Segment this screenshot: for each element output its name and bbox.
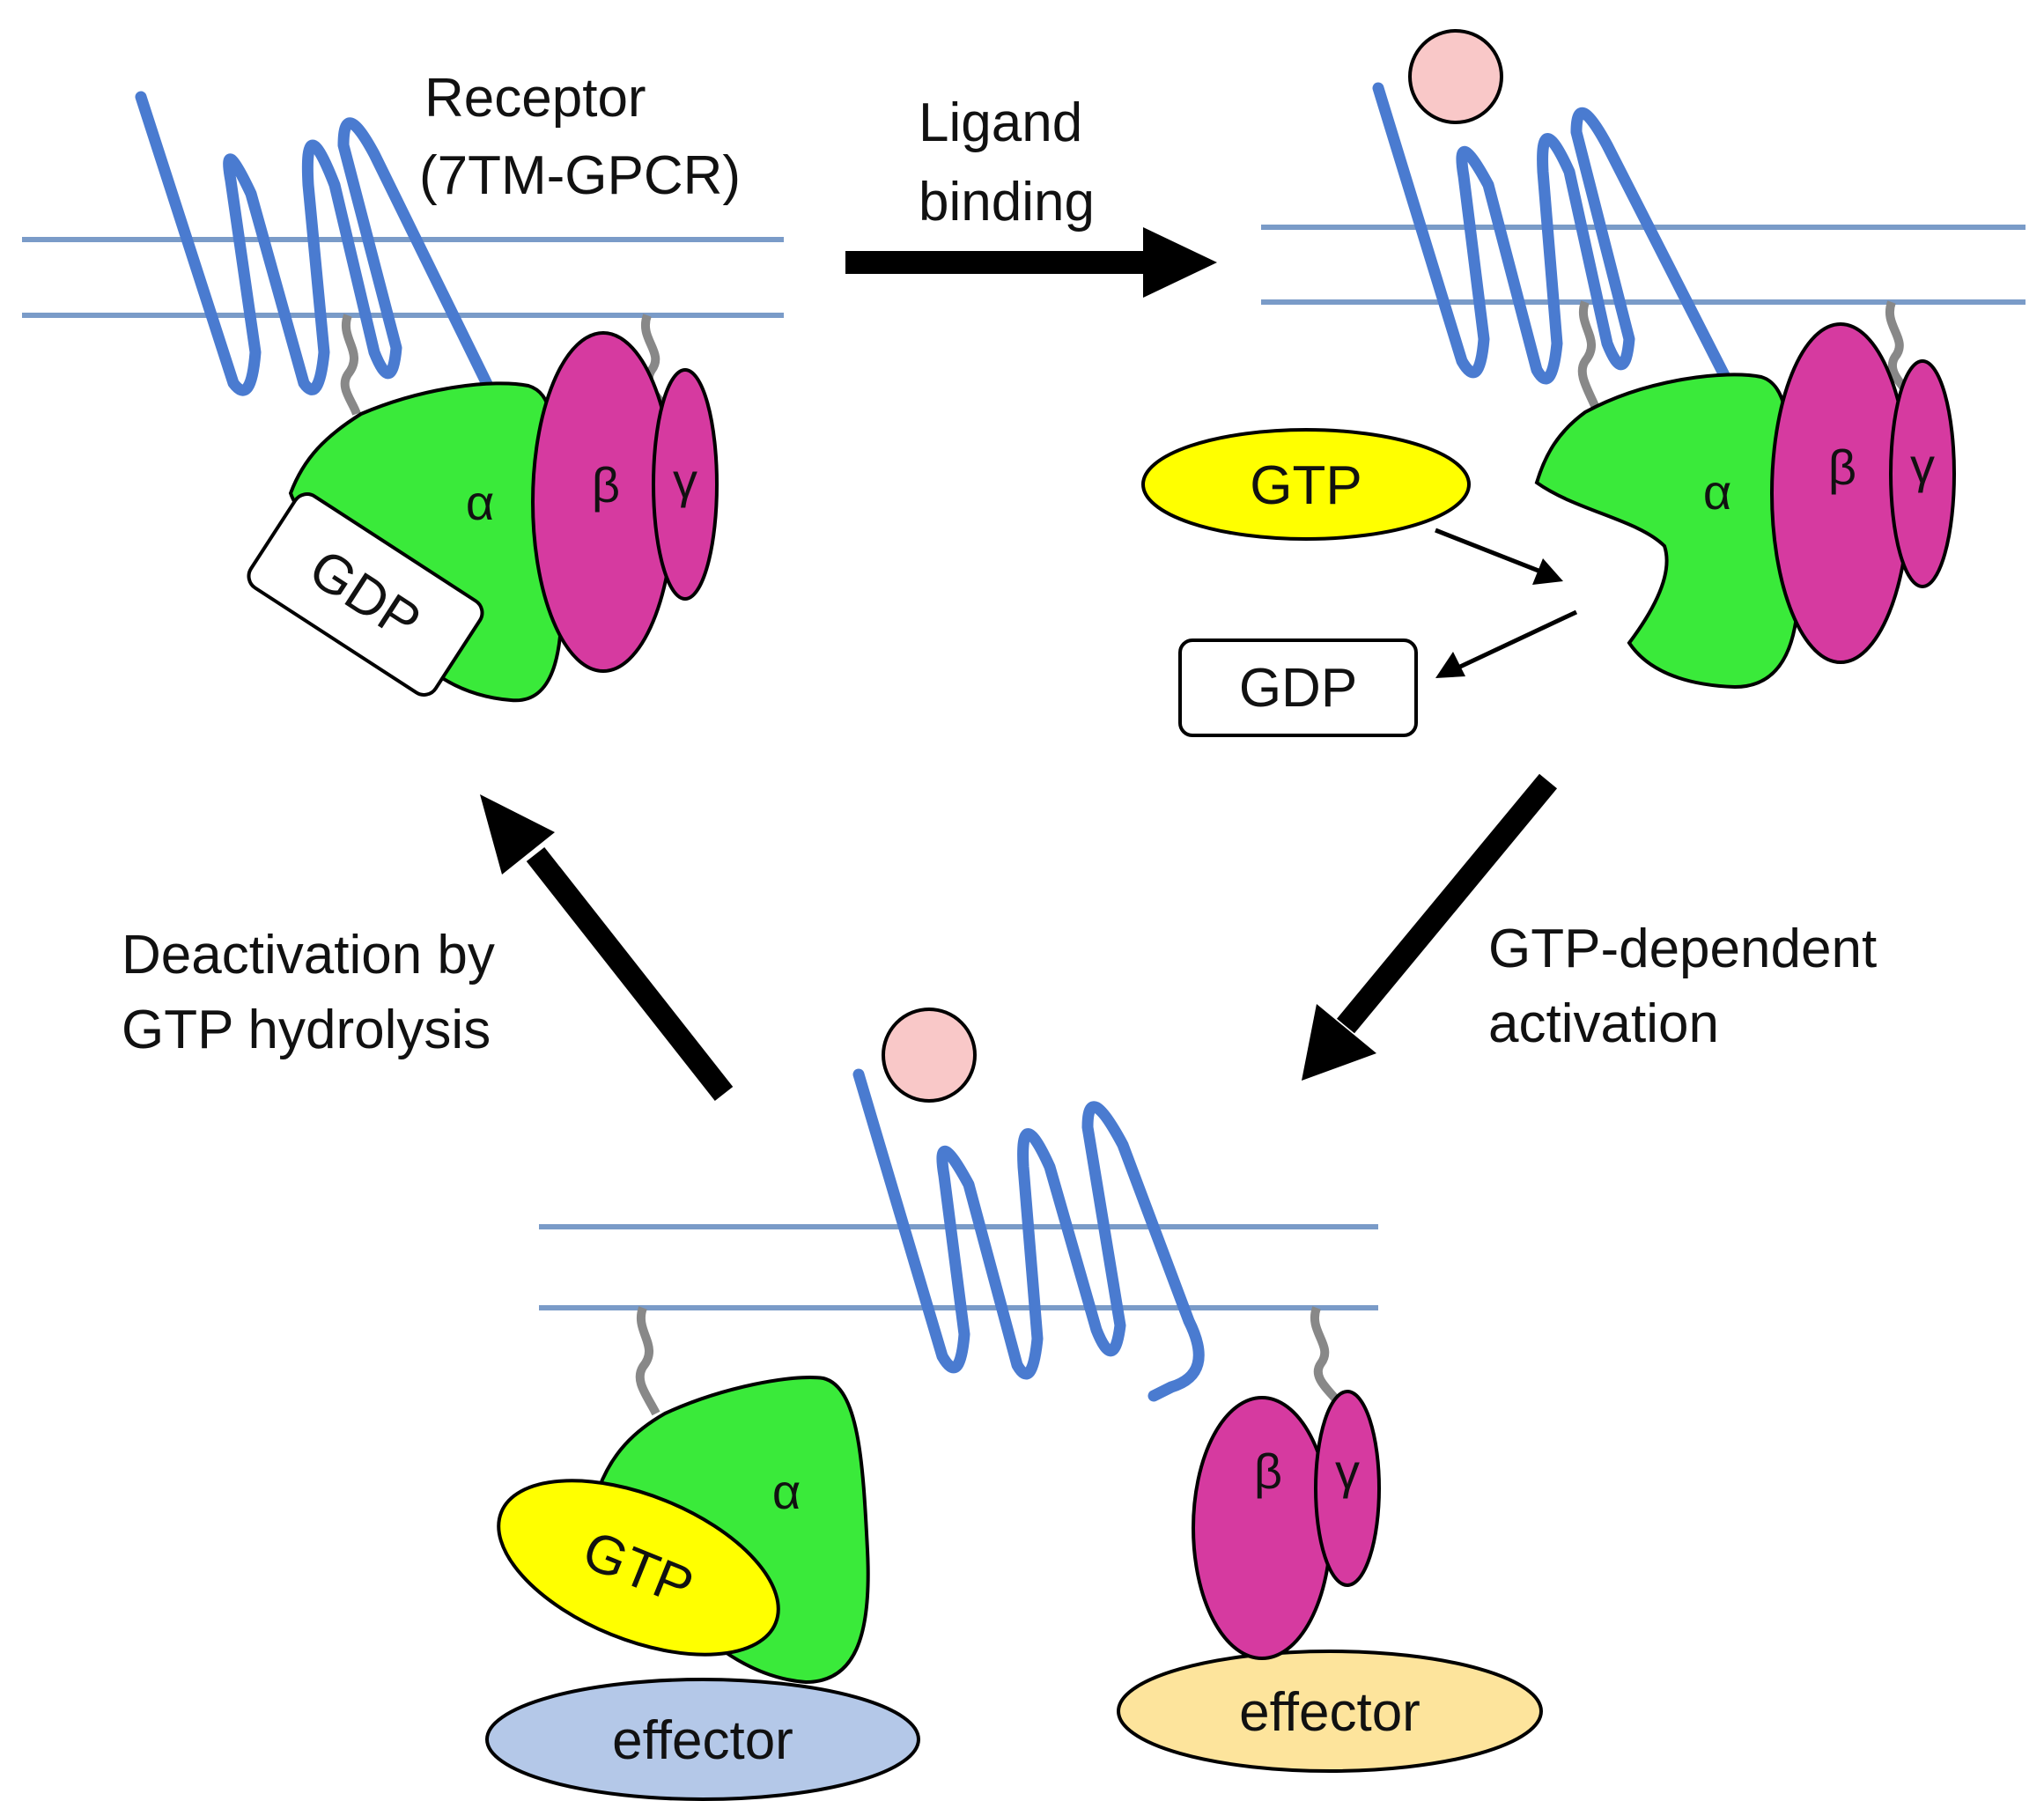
effector-betagamma-label: effector <box>1239 1682 1420 1743</box>
gamma-subunit <box>1889 359 1956 588</box>
beta-label: β <box>592 457 620 513</box>
gdp-box-released <box>1178 638 1418 737</box>
lipid-anchor-gamma <box>1885 300 1915 400</box>
panel-ligand-bound: α β γ GTP GDP <box>1141 29 2026 737</box>
panel-inactive: α β γ GDP <box>22 91 784 703</box>
gdp-box <box>247 492 484 697</box>
gdp-label: GDP <box>1239 658 1357 719</box>
gtp-label: GTP <box>1250 455 1361 516</box>
deactivation-label-line2: GTP hydrolysis <box>122 1000 491 1060</box>
gtp-bound: GTP <box>497 1479 780 1657</box>
alpha-label: α <box>1703 464 1731 520</box>
effector-alpha-label: effector <box>612 1710 793 1771</box>
deactivation-arrow <box>480 794 734 1102</box>
lipid-anchor-gamma <box>1310 1306 1340 1404</box>
alpha-subunit-open <box>1534 373 1801 690</box>
gtp-ellipse <box>497 1479 780 1657</box>
gdp-box-bound: GDP <box>247 492 484 697</box>
gamma-label: γ <box>673 453 697 508</box>
receptor-label-line2: (7TM-GPCR) <box>419 145 741 206</box>
activation-label-line2: activation <box>1488 993 1719 1054</box>
alpha-label: α <box>466 475 494 530</box>
ligand-binding-arrow <box>845 227 1217 298</box>
lipid-anchor-alpha <box>635 1306 660 1416</box>
gamma-label: γ <box>1335 1443 1360 1499</box>
ligand-binding-label-line1: Ligand <box>919 92 1082 153</box>
gtp-in-arrow <box>1435 528 1563 585</box>
beta-label: β <box>1254 1443 1282 1499</box>
ligand <box>882 1008 977 1103</box>
beta-label: β <box>1828 439 1856 495</box>
effector-alpha <box>485 1678 920 1801</box>
ligand-binding-label-line2: binding <box>919 172 1095 233</box>
gamma-subunit <box>1314 1390 1381 1587</box>
receptor-7tm-helix <box>852 1068 1205 1402</box>
gamma-label: γ <box>1910 438 1935 493</box>
receptor-7tm-helix <box>1372 82 1732 385</box>
panel-active: effector α GTP effector β γ <box>485 1008 1543 1801</box>
deactivation-label-line1: Deactivation by <box>122 925 495 985</box>
lipid-anchor-alpha <box>340 314 361 416</box>
beta-subunit <box>1192 1396 1332 1660</box>
receptor-7tm-helix <box>135 91 495 396</box>
effector-betagamma <box>1117 1650 1543 1773</box>
receptor-label-line1: Receptor <box>424 68 646 129</box>
gtp-free <box>1141 428 1471 541</box>
activation-arrow <box>1302 773 1558 1081</box>
ligand <box>1408 29 1503 124</box>
gdp-out-arrow <box>1435 609 1578 678</box>
activation-label-line1: GTP-dependent <box>1488 919 1877 979</box>
alpha-label: α <box>772 1464 801 1519</box>
gamma-subunit <box>652 368 719 601</box>
lipid-anchor-alpha <box>1577 300 1603 416</box>
